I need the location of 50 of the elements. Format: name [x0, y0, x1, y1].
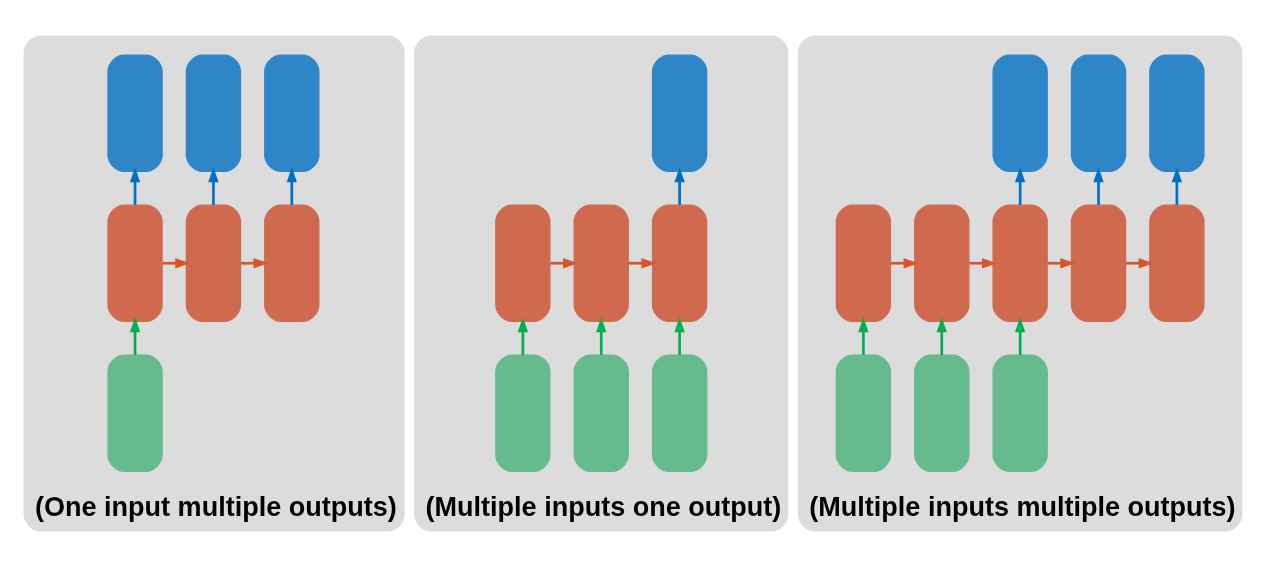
arrow	[129, 166, 141, 205]
node-box	[651, 353, 708, 472]
arrow	[517, 316, 529, 355]
arrow	[1014, 316, 1026, 355]
cluster: (Multiple inputs one output)	[414, 35, 789, 531]
node-box	[107, 353, 163, 472]
node-box	[264, 53, 320, 172]
node-box	[651, 203, 708, 322]
node-box	[1149, 53, 1205, 172]
node-box	[992, 53, 1048, 172]
node-box	[914, 203, 970, 322]
node-box	[573, 203, 629, 322]
node-box	[495, 203, 551, 322]
node-box	[1070, 53, 1127, 172]
arrow	[1171, 166, 1183, 205]
node-box	[264, 203, 320, 322]
arrow	[129, 316, 141, 355]
node-box	[1070, 203, 1127, 322]
arrow	[1093, 166, 1104, 205]
node-box	[495, 353, 551, 472]
arrow	[208, 166, 219, 205]
arrow	[628, 257, 657, 268]
node-box	[651, 53, 708, 172]
node-box	[992, 353, 1048, 472]
node-box	[835, 203, 892, 322]
arrow	[890, 257, 919, 268]
node-box	[835, 353, 892, 472]
node-box	[1149, 203, 1205, 322]
arrow	[674, 316, 685, 355]
node-box	[107, 203, 163, 322]
node-box	[185, 203, 242, 322]
arrow	[1126, 257, 1154, 268]
cluster: (Multiple inputs multiple outputs)	[797, 35, 1243, 531]
arrow	[286, 166, 297, 205]
arrow	[1047, 257, 1076, 268]
arrow	[858, 316, 869, 355]
node-box	[185, 53, 242, 172]
arrow	[674, 166, 685, 205]
arrow	[969, 257, 997, 268]
node-box	[914, 353, 970, 472]
node-box	[573, 353, 629, 472]
arrow	[1014, 166, 1026, 205]
arrow	[241, 257, 269, 268]
arrow	[550, 257, 578, 268]
node-box	[107, 53, 163, 172]
cluster: (One input multiple outputs)	[23, 35, 405, 531]
arrow	[596, 316, 607, 355]
arrow	[936, 316, 947, 355]
node-box	[992, 203, 1048, 322]
arrow	[162, 257, 191, 268]
